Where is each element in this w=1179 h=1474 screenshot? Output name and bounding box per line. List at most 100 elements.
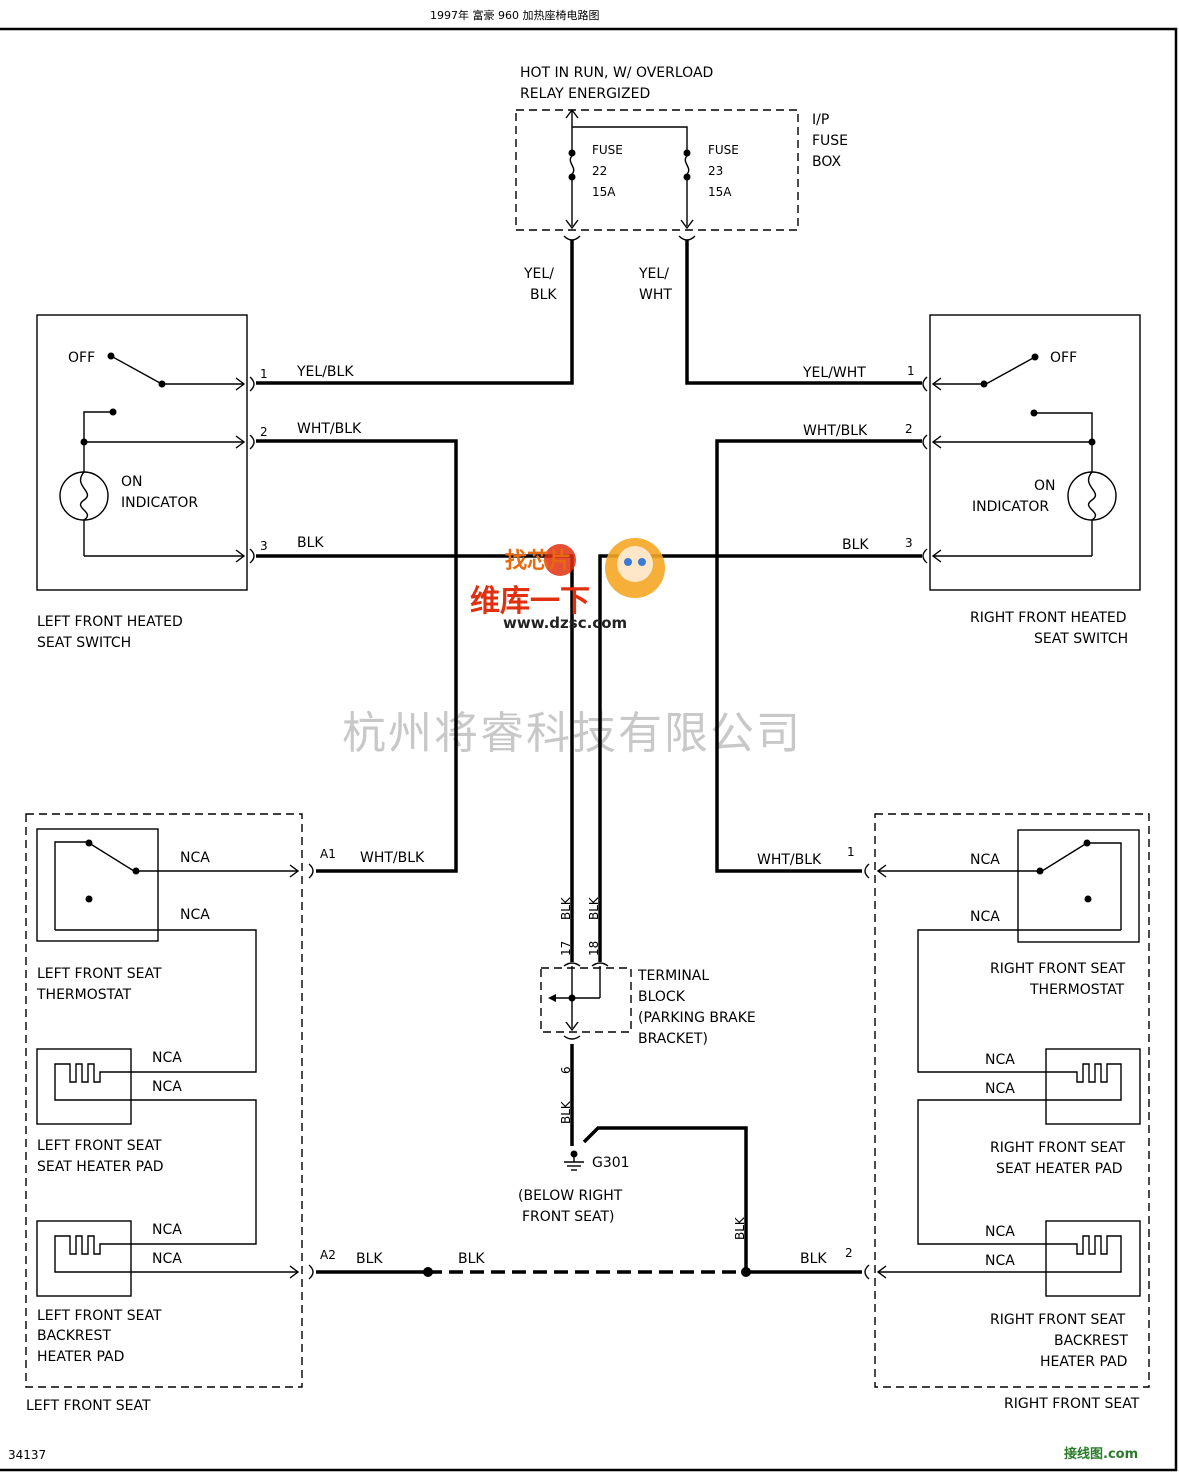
- right-seat-pad-nca-1: NCA: [985, 1052, 1015, 1068]
- footer-logo: 接线图.com: [1064, 1446, 1138, 1462]
- right-pin2-wire-color: BLK: [800, 1251, 827, 1267]
- right-thermostat-switch: [876, 839, 1122, 1073]
- diagram-title: 1997年 富豪 960 加热座椅电路图: [430, 8, 599, 22]
- left-seat-a2-connector: [308, 1264, 314, 1280]
- right-switch-contact: [931, 353, 1117, 563]
- left-backrest-pad-box: [36, 1220, 132, 1297]
- right-pin2-wire-color: WHT/BLK: [803, 423, 868, 439]
- wire-fuse22-color-1: YEL/: [523, 266, 554, 282]
- right-switch-pin2-connector: [922, 434, 928, 450]
- fuse-23-number: 23: [708, 164, 723, 178]
- left-switch-off-label: OFF: [68, 350, 95, 366]
- fuse-box-label-2: FUSE: [812, 133, 848, 149]
- left-thermostat-name-2: THERMOSTAT: [36, 987, 132, 1003]
- logo-chinese: 维库一下: [470, 584, 590, 619]
- wire-fuse22-color-2: BLK: [530, 287, 557, 303]
- right-seat-pad-name-1: RIGHT FRONT SEAT: [990, 1140, 1126, 1156]
- right-switch-name-1: RIGHT FRONT HEATED: [970, 610, 1127, 626]
- fuse-23-label: FUSE: [708, 143, 739, 157]
- splice-left: [423, 1267, 433, 1277]
- wire-right-blk: [598, 554, 922, 962]
- right-seat-outline: [874, 813, 1150, 1388]
- ground-id: G301: [592, 1155, 630, 1171]
- left-thermostat-switch: [54, 839, 300, 1073]
- right-switch-box: [929, 314, 1141, 591]
- right-backrest-nca-2: NCA: [985, 1253, 1015, 1269]
- right-thermostat-nca-2: NCA: [970, 909, 1000, 925]
- right-backrest-nca-1: NCA: [985, 1224, 1015, 1240]
- fuse-23: [680, 149, 694, 230]
- left-pad-link: [131, 1099, 257, 1245]
- left-seat-pin-a1: A1: [320, 847, 336, 861]
- right-switch-name-2: SEAT SWITCH: [1034, 631, 1128, 647]
- right-seat-name: RIGHT FRONT SEAT: [1004, 1396, 1140, 1412]
- right-pin1-wht-blk: WHT/BLK: [757, 852, 822, 868]
- right-pad-link: [917, 1099, 1046, 1245]
- ground-bus-wire-color: BLK: [458, 1251, 485, 1267]
- splice-right: [741, 1267, 751, 1277]
- left-seat-pad-name-2: SEAT HEATER PAD: [37, 1159, 164, 1175]
- fuse-box-label-3: BOX: [812, 154, 841, 170]
- left-seat-pad-name-1: LEFT FRONT SEAT: [37, 1138, 162, 1154]
- left-switch-pin2: 2: [260, 425, 268, 439]
- wire-yel-wht: [685, 240, 922, 385]
- left-backrest-nca-2: NCA: [152, 1251, 182, 1267]
- left-pin3-wire-color: BLK: [297, 535, 324, 551]
- figure-number: 34137: [8, 1448, 46, 1462]
- tb-left-wire-color: BLK: [559, 896, 573, 920]
- left-pin1-wire-color: YEL/BLK: [296, 364, 354, 380]
- right-switch-on-label: ON: [1034, 478, 1056, 494]
- left-backrest-name-2: BACKREST: [37, 1328, 111, 1344]
- right-switch-pin1: 1: [907, 364, 915, 378]
- ground-location-2: FRONT SEAT): [522, 1209, 615, 1225]
- tb-ground-wire-color: BLK: [559, 1100, 573, 1124]
- logo-url: www.dzsc.com: [503, 614, 627, 632]
- wire-fuse23-color-1: YEL/: [638, 266, 669, 282]
- logo-brand: 找芯片: [505, 549, 571, 574]
- left-switch-box: [36, 314, 248, 591]
- right-seat-pin2: 2: [845, 1246, 853, 1260]
- right-backrest-name-1: RIGHT FRONT SEAT: [990, 1312, 1126, 1328]
- right-seat-pad-name-2: SEAT HEATER PAD: [996, 1161, 1123, 1177]
- right-thermostat-name-2: THERMOSTAT: [1029, 982, 1125, 998]
- right-switch-off-label: OFF: [1050, 350, 1077, 366]
- fuse-22-number: 22: [592, 164, 607, 178]
- left-switch-on-label: ON: [121, 474, 143, 490]
- right-switch-indicator-label: INDICATOR: [972, 499, 1049, 515]
- left-seat-pin-a2: A2: [320, 1248, 336, 1262]
- tb-right-wire-color: BLK: [587, 896, 601, 920]
- tb-pin17: 17: [559, 941, 573, 956]
- left-switch-name-2: SEAT SWITCH: [37, 635, 131, 651]
- left-thermostat-nca-1: NCA: [180, 850, 210, 866]
- left-backrest-nca-1: NCA: [152, 1222, 182, 1238]
- dzsc-logo: 找芯片 维库一下 www.dzsc.com: [470, 538, 665, 632]
- wire-ground-return: [582, 1126, 748, 1272]
- source-label-2: RELAY ENERGIZED: [520, 86, 650, 102]
- right-thermostat-box: [1017, 829, 1140, 943]
- fuse-bus: [565, 108, 688, 150]
- fuse-22-label: FUSE: [592, 143, 623, 157]
- tb-pin18: 18: [587, 941, 601, 956]
- connector-fuse22: [563, 235, 581, 241]
- left-seat-name: LEFT FRONT SEAT: [26, 1398, 151, 1414]
- left-switch-pin3-connector: [249, 548, 255, 564]
- ground-g301-icon: [564, 1150, 584, 1171]
- wire-yel-blk: [256, 240, 574, 385]
- left-seat-outline: [25, 813, 303, 1388]
- right-switch-pin3: 3: [905, 536, 913, 550]
- right-backrest-name-2: BACKREST: [1054, 1333, 1128, 1349]
- left-backrest-name-3: HEATER PAD: [37, 1349, 124, 1365]
- left-switch-name-1: LEFT FRONT HEATED: [37, 614, 183, 630]
- fuse-box-label-1: I/P: [812, 112, 829, 128]
- wire-right-wht-blk: [715, 439, 922, 873]
- right-seat-pin2-connector: [864, 1264, 870, 1280]
- fuse-22: [565, 130, 579, 230]
- left-thermostat-nca-2: NCA: [180, 907, 210, 923]
- right-switch-pin2: 2: [905, 422, 913, 436]
- left-seat-pad-element: [54, 1063, 131, 1101]
- right-pin1-wire-color: YEL/WHT: [802, 365, 866, 381]
- left-backrest-name-1: LEFT FRONT SEAT: [37, 1308, 162, 1324]
- left-switch-indicator-label: INDICATOR: [121, 495, 198, 511]
- left-seat-pad-box: [36, 1048, 132, 1125]
